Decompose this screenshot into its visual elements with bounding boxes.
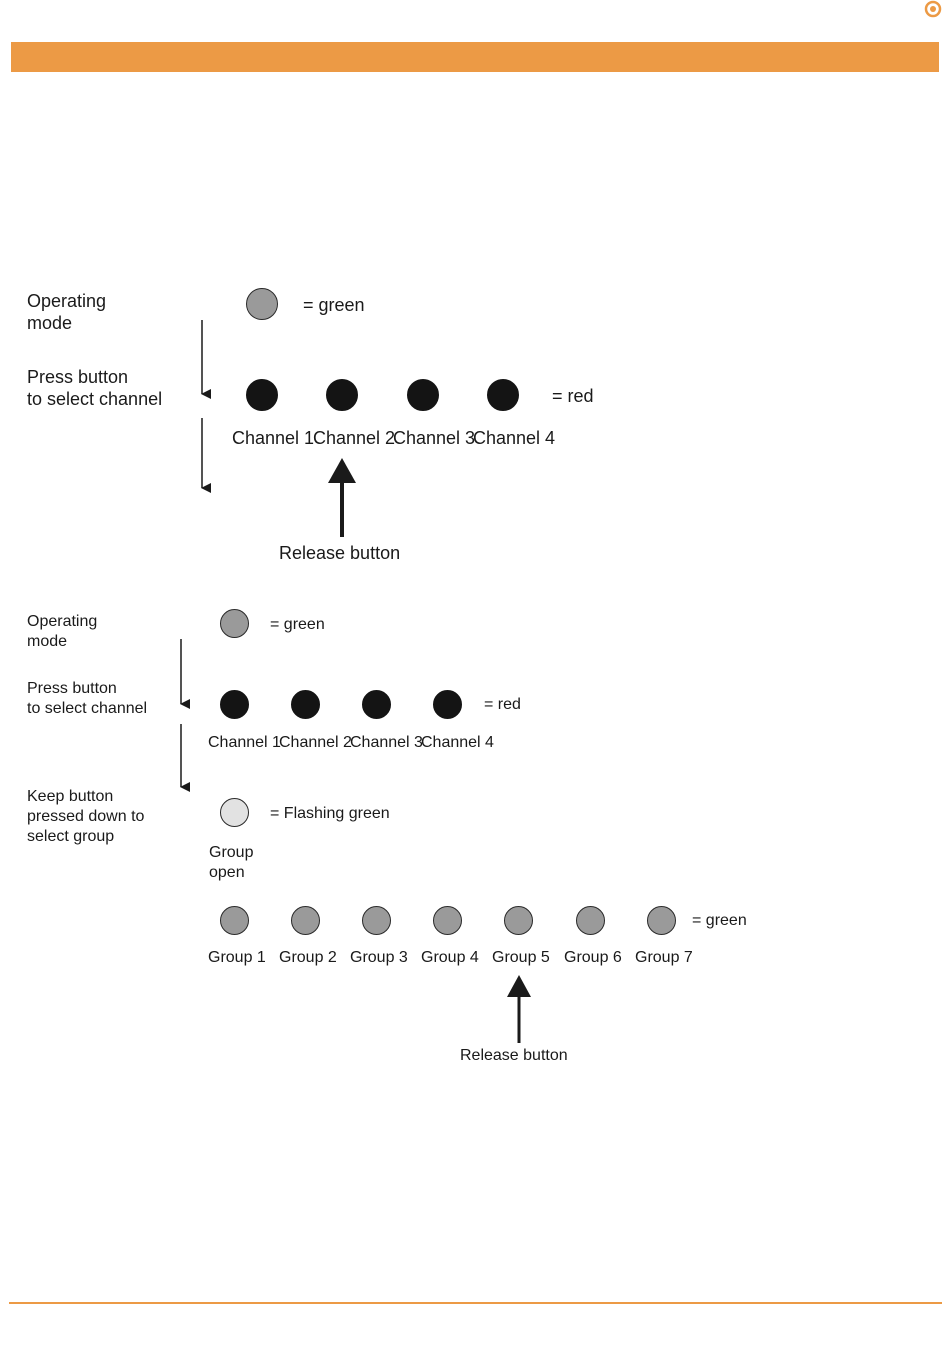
release-button-label: Release button	[460, 1047, 568, 1064]
channel-label-1: Channel 1	[232, 428, 315, 448]
operating-mode-label: Operating mode	[27, 291, 107, 333]
channel-label-3: Channel 3	[350, 734, 423, 751]
channel-label-3: Channel 3	[393, 428, 476, 448]
legend-green: = green	[303, 295, 365, 315]
channel-led-1	[246, 379, 278, 411]
group-led-3	[362, 906, 391, 935]
channel-label-2: Channel 2	[279, 734, 352, 751]
group-open-label: Group open	[209, 844, 254, 881]
press-button-label: Press button to select channel	[27, 680, 148, 717]
group-led-6	[576, 906, 605, 935]
group-label-1: Group 1	[208, 949, 266, 966]
group-led-4	[433, 906, 462, 935]
channel-led-3	[407, 379, 439, 411]
group-label-5: Group 5	[492, 949, 550, 966]
channel-led-4	[487, 379, 519, 411]
group-label-6: Group 6	[564, 949, 622, 966]
release-arrow-2	[507, 975, 531, 1043]
flashing-led	[220, 798, 249, 827]
circle-dot-icon	[924, 0, 942, 18]
group-led-1	[220, 906, 249, 935]
legend-green: = green	[270, 616, 325, 633]
channel-label-1: Channel 1	[208, 734, 281, 751]
channel-label-4: Channel 4	[421, 734, 494, 751]
group-label-7: Group 7	[635, 949, 693, 966]
channel-label-2: Channel 2	[313, 428, 396, 448]
group-label-2: Group 2	[279, 949, 337, 966]
legend-red: = red	[484, 696, 521, 713]
release-button-label: Release button	[279, 543, 401, 563]
group-led-2	[291, 906, 320, 935]
press-button-label: Press button to select channel	[27, 367, 163, 409]
channel-led-4	[433, 690, 462, 719]
footer-line	[9, 1302, 942, 1304]
legend-flashing: = Flashing green	[270, 805, 390, 822]
group-label-3: Group 3	[350, 949, 408, 966]
group-label-4: Group 4	[421, 949, 479, 966]
operating-mode-label: Operating mode	[27, 613, 98, 650]
group-led-7	[647, 906, 676, 935]
keep-button-label: Keep button pressed down to select group	[27, 788, 145, 845]
group-led-5	[504, 906, 533, 935]
operating-led-green	[220, 609, 249, 638]
channel-led-1	[220, 690, 249, 719]
header-bar	[11, 42, 939, 72]
channel-led-2	[326, 379, 358, 411]
legend-red: = red	[552, 386, 594, 406]
legend-groups-green: = green	[692, 912, 747, 929]
operating-led-green	[246, 288, 278, 320]
channel-led-3	[362, 690, 391, 719]
channel-label-4: Channel 4	[473, 428, 556, 448]
channel-led-2	[291, 690, 320, 719]
release-arrow-1	[328, 458, 356, 537]
